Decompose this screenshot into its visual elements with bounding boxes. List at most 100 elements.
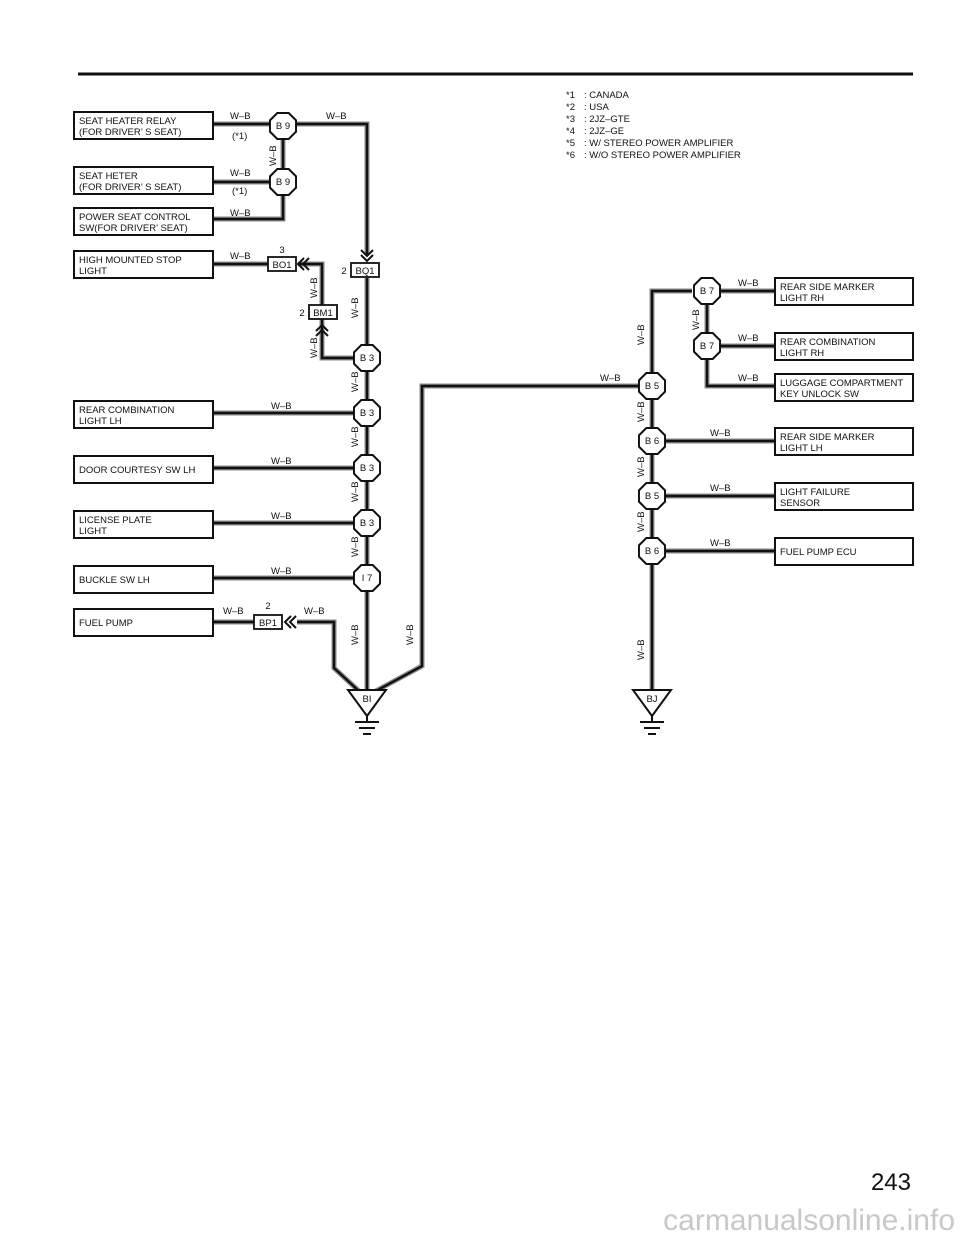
label: LIGHT FAILURE bbox=[780, 487, 850, 498]
left-components: SEAT HEATER RELAY (FOR DRIVER’ S SEAT) S… bbox=[73, 111, 214, 637]
label: B 9 bbox=[276, 177, 290, 188]
label: LIGHT RH bbox=[780, 293, 824, 304]
junction-i7: I 7 bbox=[353, 564, 381, 592]
junction-b5-upper: B 5 bbox=[638, 372, 666, 400]
wire-label: W–B bbox=[350, 297, 361, 318]
wire-label: W–B bbox=[600, 373, 621, 384]
notes-legend: *1 : CANADA *2 : USA *3 : 2JZ–GTE *4 : 2… bbox=[566, 90, 741, 161]
wire-label: W–B bbox=[636, 511, 647, 532]
label: (FOR DRIVER’ S SEAT) bbox=[79, 182, 181, 193]
junctions: B 9 B 9 B 3 B 3 B 3 B 3 I 7 B 7 B 7 B 5 … bbox=[269, 112, 721, 592]
label: B 3 bbox=[360, 408, 374, 419]
note-text: : USA bbox=[584, 102, 609, 113]
note-text: : 2JZ–GTE bbox=[584, 114, 630, 125]
wire-label: W–B bbox=[710, 538, 731, 549]
label: SENSOR bbox=[780, 498, 820, 509]
label: B 3 bbox=[360, 353, 374, 364]
wire-label: W–B bbox=[738, 333, 759, 344]
wire-label: W–B bbox=[230, 111, 251, 122]
label: REAR SIDE MARKER bbox=[780, 432, 875, 443]
junction-b9-upper: B 9 bbox=[269, 112, 297, 140]
note-text: : W/O STEREO POWER AMPLIFIER bbox=[584, 150, 741, 161]
component-high-mounted-stop-light: HIGH MOUNTED STOP LIGHT bbox=[73, 250, 214, 279]
label: DOOR COURTESY SW LH bbox=[79, 465, 195, 476]
label: (FOR DRIVER’ S SEAT) bbox=[79, 127, 181, 138]
note-text: : W/ STEREO POWER AMPLIFIER bbox=[584, 138, 734, 149]
note-mark: *6 bbox=[566, 150, 575, 161]
label: LIGHT bbox=[79, 526, 107, 537]
wire-label: W–B bbox=[738, 278, 759, 289]
wire-label: W–B bbox=[636, 324, 647, 345]
label: B 7 bbox=[700, 341, 714, 352]
component-buckle-sw-lh: BUCKLE SW LH bbox=[73, 565, 214, 594]
wire-labels: W–B W–B (*1) W–B (*1) W–B W–B W–B W–B W–… bbox=[223, 111, 759, 660]
label: REAR COMBINATION bbox=[79, 405, 174, 416]
note-text: : CANADA bbox=[584, 90, 630, 101]
note-mark: *2 bbox=[566, 102, 575, 113]
note-mark: *5 bbox=[566, 138, 575, 149]
junction-b3-2: B 3 bbox=[353, 399, 381, 427]
wire-label: W–B bbox=[309, 337, 320, 358]
label: B 3 bbox=[360, 518, 374, 529]
wire-label: W–B bbox=[710, 428, 731, 439]
component-rear-combination-light-rh: REAR COMBINATION LIGHT RH bbox=[774, 332, 914, 361]
component-door-courtesy-sw-lh: DOOR COURTESY SW LH bbox=[73, 455, 214, 484]
component-seat-heater: SEAT HETER (FOR DRIVER’ S SEAT) bbox=[73, 166, 214, 195]
junction-b6-lower: B 6 bbox=[638, 537, 666, 565]
junction-b3-3: B 3 bbox=[353, 454, 381, 482]
label: HIGH MOUNTED STOP bbox=[79, 255, 182, 266]
component-luggage-compartment-key-unlock-sw: LUGGAGE COMPARTMENT KEY UNLOCK SW bbox=[774, 373, 914, 402]
left-wires bbox=[213, 121, 638, 695]
component-fuel-pump: FUEL PUMP bbox=[73, 608, 214, 637]
wire-label: W–B bbox=[309, 277, 320, 298]
wire-label: W–B bbox=[223, 606, 244, 617]
label: FUEL PUMP bbox=[79, 618, 133, 629]
label: B 5 bbox=[645, 491, 659, 502]
connectors: BO1 3 BQ1 2 BM1 2 BP1 2 bbox=[253, 245, 380, 630]
note-ref: (*1) bbox=[232, 131, 247, 142]
label: LIGHT LH bbox=[79, 416, 122, 427]
watermark: carmanualsonline.info bbox=[663, 1204, 955, 1237]
note-mark: *4 bbox=[566, 126, 575, 137]
label: LIGHT LH bbox=[780, 443, 823, 454]
component-rear-side-marker-light-rh: REAR SIDE MARKER LIGHT RH bbox=[774, 277, 914, 306]
label: BJ bbox=[646, 694, 657, 705]
wire-label: W–B bbox=[350, 371, 361, 392]
wire-label: W–B bbox=[636, 639, 647, 660]
component-license-plate-light: LICENSE PLATE LIGHT bbox=[73, 510, 214, 539]
junction-b6-upper: B 6 bbox=[638, 427, 666, 455]
note-text: : 2JZ–GE bbox=[584, 126, 624, 137]
label: 2 bbox=[299, 308, 304, 319]
connector-bm1: BM1 2 bbox=[299, 304, 338, 337]
wire-label: W–B bbox=[405, 624, 416, 645]
label: 2 bbox=[265, 601, 270, 612]
label: BUCKLE SW LH bbox=[79, 575, 150, 586]
label: FUEL PUMP ECU bbox=[780, 547, 857, 558]
label: LIGHT bbox=[79, 266, 107, 277]
wire-label: W–B bbox=[350, 624, 361, 645]
junction-b3-1: B 3 bbox=[353, 344, 381, 372]
label: B 5 bbox=[645, 381, 659, 392]
label: BQ1 bbox=[355, 266, 374, 277]
wire-label: W–B bbox=[271, 401, 292, 412]
label: LICENSE PLATE bbox=[79, 515, 152, 526]
component-rear-combination-light-lh: REAR COMBINATION LIGHT LH bbox=[73, 400, 214, 429]
right-wires bbox=[649, 288, 775, 692]
label: B 7 bbox=[700, 286, 714, 297]
wire-label: W–B bbox=[350, 481, 361, 502]
component-light-failure-sensor: LIGHT FAILURE SENSOR bbox=[774, 482, 914, 511]
label: SEAT HETER bbox=[79, 171, 138, 182]
label: BO1 bbox=[272, 260, 291, 271]
wire-label: W–B bbox=[350, 426, 361, 447]
wire-label: W–B bbox=[636, 456, 647, 477]
label: B 6 bbox=[645, 546, 659, 557]
junction-b7-lower: B 7 bbox=[693, 332, 721, 360]
wire-label: W–B bbox=[271, 511, 292, 522]
wire-label: W–B bbox=[691, 309, 702, 330]
label: B 6 bbox=[645, 436, 659, 447]
connector-bq1: BQ1 2 bbox=[341, 249, 380, 278]
junction-b3-4: B 3 bbox=[353, 509, 381, 537]
label: LIGHT RH bbox=[780, 348, 824, 359]
component-power-seat-control-sw: POWER SEAT CONTROL SW(FOR DRIVER’ SEAT) bbox=[73, 207, 214, 236]
